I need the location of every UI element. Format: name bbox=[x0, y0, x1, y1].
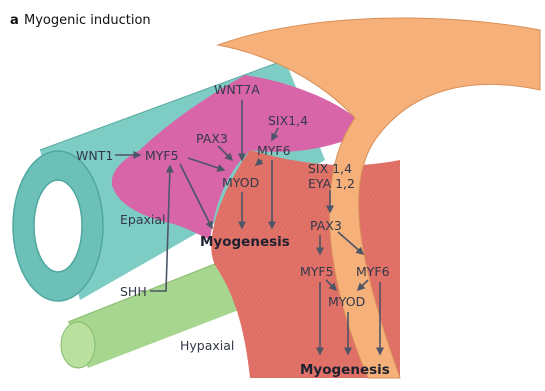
panel-title: Myogenic induction bbox=[24, 13, 151, 28]
label-myf6-top: MYF6 bbox=[257, 143, 291, 158]
label-eya12: EYA 1,2 bbox=[308, 176, 355, 191]
label-pax3-top: PAX3 bbox=[196, 131, 228, 146]
label-wnt7a: WNT7A bbox=[214, 82, 260, 97]
label-six14-bottom: SIX 1,4 bbox=[308, 161, 352, 176]
label-epaxial: Epaxial bbox=[120, 212, 166, 227]
label-shh: SHH bbox=[120, 284, 147, 299]
label-pax3-bottom: PAX3 bbox=[310, 218, 342, 233]
label-myf5-bottom: MYF5 bbox=[300, 264, 334, 279]
label-hypaxial: Hypaxial bbox=[180, 338, 234, 353]
panel-letter: a bbox=[10, 13, 19, 28]
label-myogenesis-bottom: Myogenesis bbox=[300, 362, 390, 378]
label-myf6-bottom: MYF6 bbox=[356, 264, 390, 279]
label-myogenesis-top: Myogenesis bbox=[200, 234, 290, 250]
label-myf5-top: MYF5 bbox=[145, 148, 179, 163]
label-myod-top: MYOD bbox=[222, 175, 259, 190]
label-myod-bottom: MYOD bbox=[328, 294, 365, 309]
label-wnt1: WNT1 bbox=[76, 148, 113, 163]
label-six14-top: SIX1,4 bbox=[268, 113, 308, 128]
